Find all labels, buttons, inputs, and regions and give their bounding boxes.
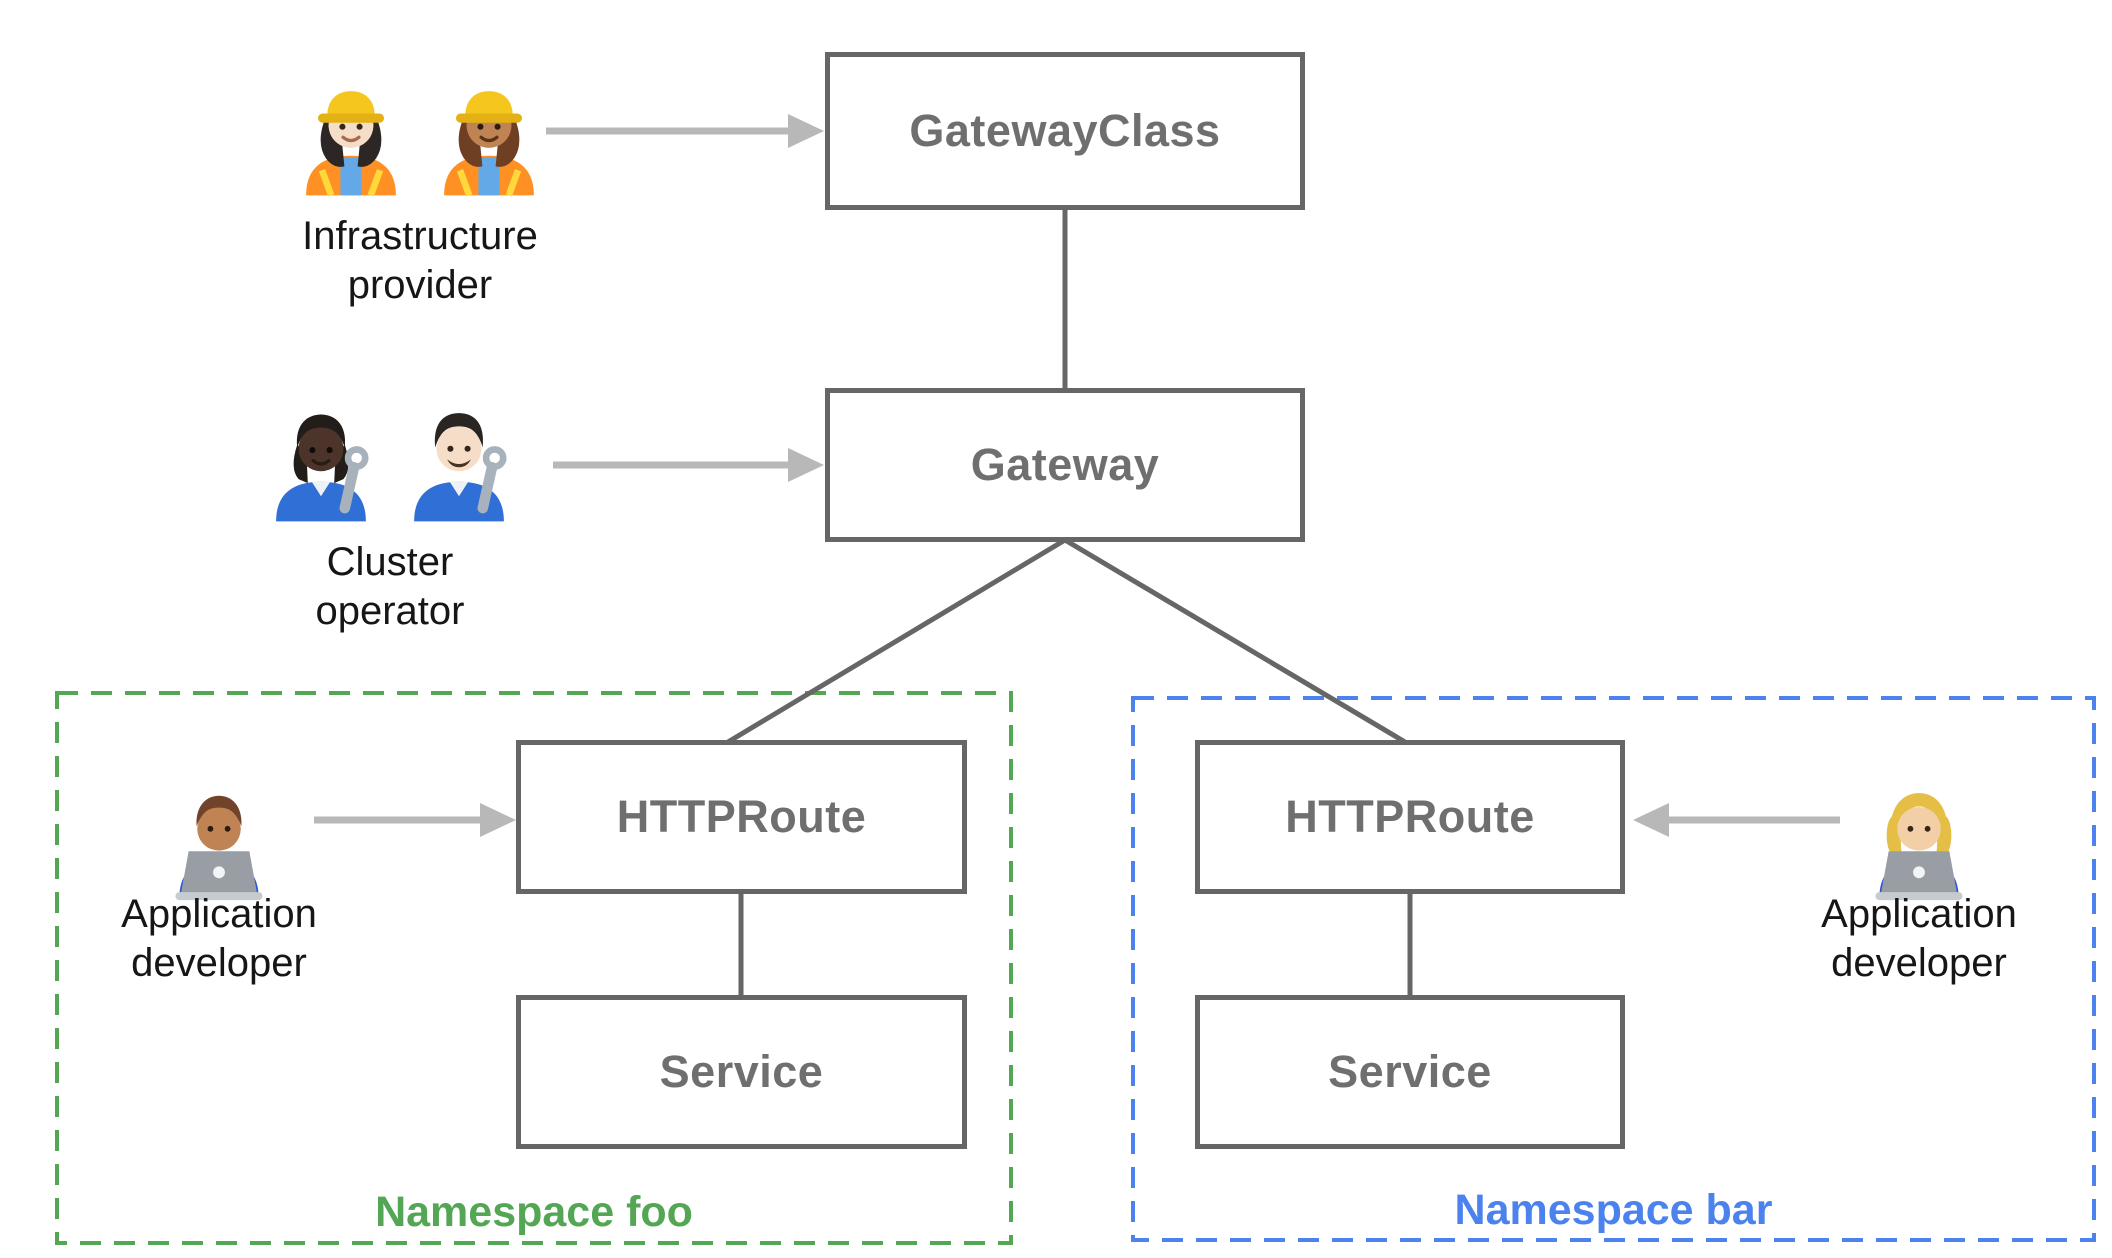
node-httproute-bar: HTTPRoute (1195, 740, 1625, 894)
node-gateway-label: Gateway (970, 439, 1160, 490)
woman-technologist-icon (1875, 793, 1963, 901)
node-service-foo: Service (516, 995, 967, 1149)
person-mechanic-dark-icon (276, 414, 369, 522)
namespace-foo-label: Namespace foo (375, 1188, 693, 1236)
woman-construction-worker-light-icon (306, 91, 396, 197)
woman-construction-worker-medium-icon (444, 91, 534, 197)
node-gatewayclass: GatewayClass (825, 52, 1305, 210)
node-httproute-foo: HTTPRoute (516, 740, 967, 894)
man-technologist-icon (175, 795, 263, 901)
cluster-operator-label: Cluster operator (315, 540, 465, 633)
app-developer-bar-arrow (1633, 803, 1840, 837)
node-gateway: Gateway (825, 388, 1305, 542)
app-developer-foo-icon-group (153, 776, 285, 908)
namespace-foo-border (55, 691, 1013, 1245)
app-developer-bar-label: Application developer (1821, 892, 2017, 985)
app-developer-foo-label: Application developer (121, 892, 317, 985)
namespace-bar-border (1131, 696, 2096, 1242)
infrastructure-provider-arrow (546, 114, 824, 148)
edge-gateway-httproute-foo (726, 537, 1067, 745)
tree-connectors (726, 210, 1413, 997)
persona-arrows (314, 114, 1840, 837)
app-developer-bar-icon-group (1853, 776, 1985, 908)
node-httproute-bar-label: HTTPRoute (1285, 791, 1535, 842)
infrastructure-provider-label: Infrastructure provider (302, 214, 538, 307)
edge-gateway-httproute-bar (1063, 537, 1407, 745)
node-gatewayclass-label: GatewayClass (909, 105, 1221, 156)
app-developer-foo-arrow (314, 803, 516, 837)
node-service-foo-label: Service (659, 1046, 824, 1097)
cluster-operator-icons (255, 392, 525, 524)
node-service-bar-label: Service (1328, 1046, 1492, 1097)
namespace-bar-label: Namespace bar (1454, 1186, 1773, 1234)
node-httproute-foo-label: HTTPRoute (616, 791, 867, 842)
infrastructure-provider-icons (285, 66, 555, 198)
node-service-bar: Service (1195, 995, 1625, 1149)
cluster-operator-arrow (553, 448, 824, 482)
man-mechanic-light-icon (414, 413, 507, 522)
